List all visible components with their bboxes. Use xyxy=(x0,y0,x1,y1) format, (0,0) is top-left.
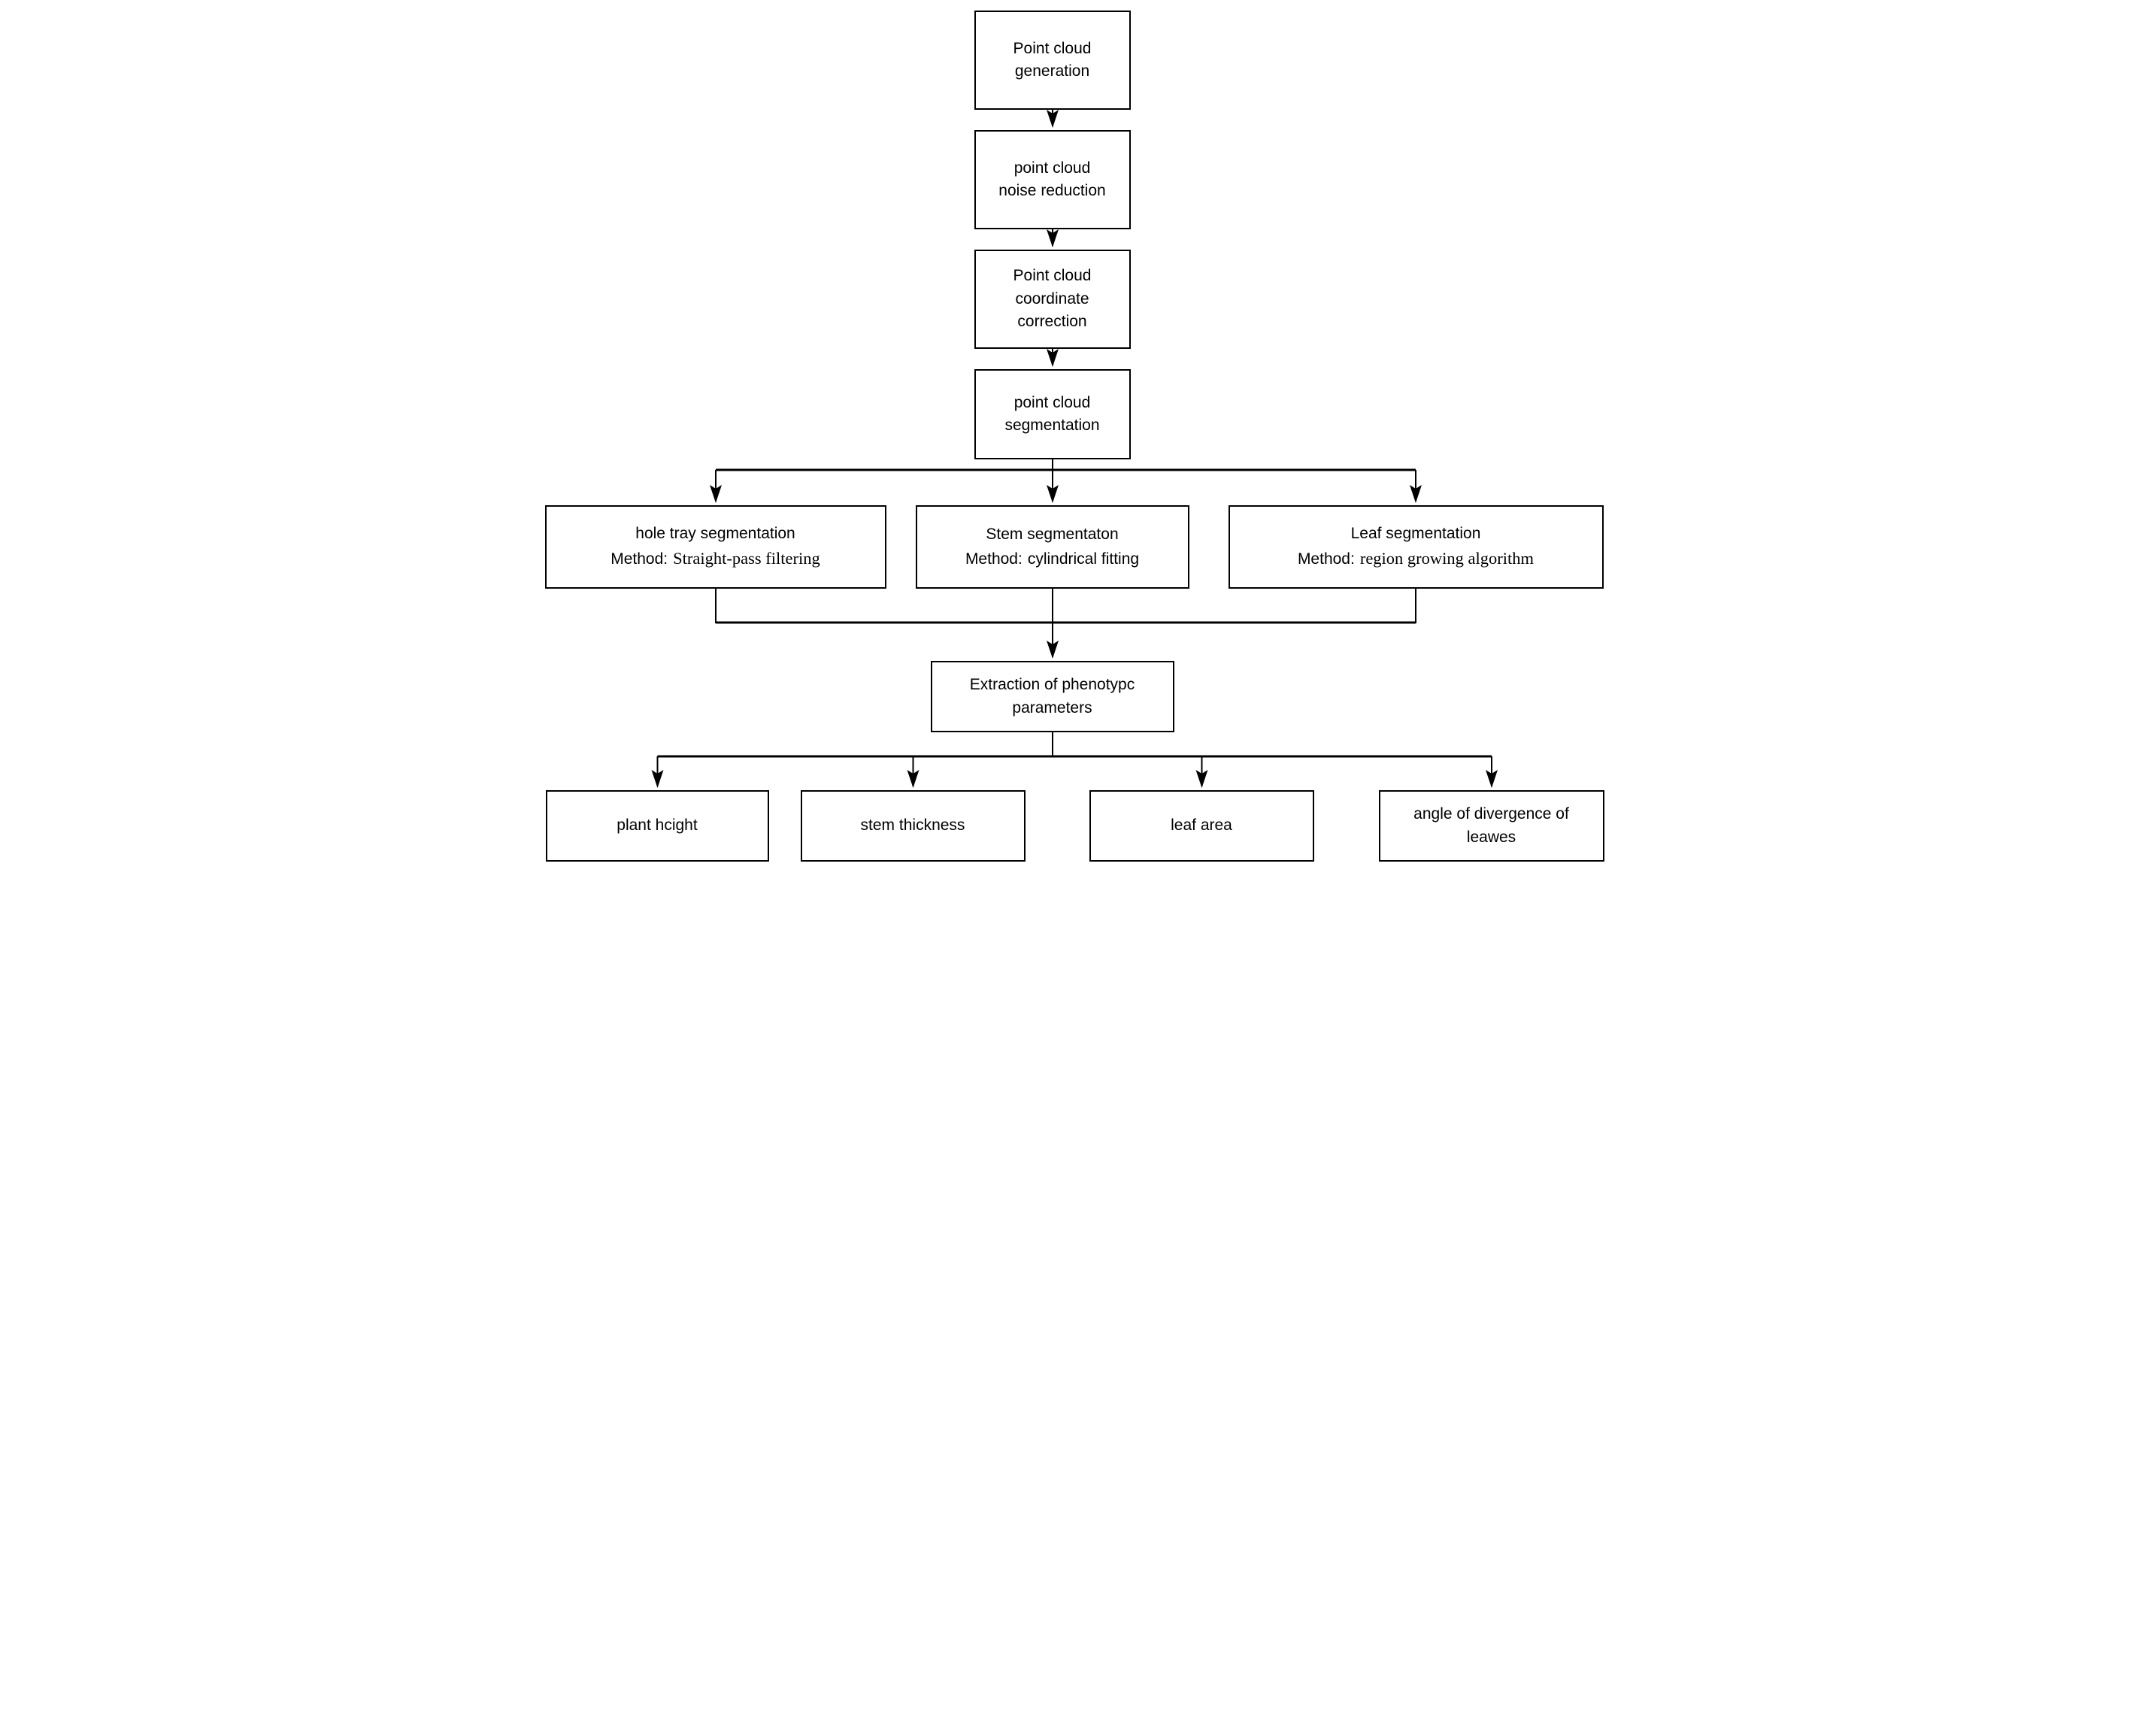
node-stem-segmentation: Stem segmentaton Method:cylindrical fitt… xyxy=(915,505,1189,589)
method-label: Method: xyxy=(965,550,1023,568)
node-hole-tray-segmentation: hole tray segmentation Method: Straight-p… xyxy=(544,505,886,589)
branch-title: Stem segmentaton xyxy=(986,525,1119,543)
node-text-line: generation xyxy=(1014,62,1090,80)
node-leaf-area: leaf area xyxy=(1089,790,1314,862)
node-text-line: Point cloud xyxy=(1013,39,1092,57)
node-text-line: correction xyxy=(1017,313,1087,331)
node-text-line: stem thickness xyxy=(860,816,965,835)
node-extraction-of-phenotype-parameters: Extraction of phenotypc parameters xyxy=(930,661,1174,732)
node-point-cloud-generation: Point cloud generation xyxy=(974,11,1131,110)
node-stem-thickness: stem thickness xyxy=(800,790,1026,862)
node-angle-of-divergence-of-leaves: angle of divergence of leawes xyxy=(1378,790,1604,862)
node-text-line: leawes xyxy=(1466,828,1516,846)
method-label: Method: xyxy=(610,550,668,568)
node-text-line: point cloud xyxy=(1013,393,1091,411)
node-point-cloud-coordinate-correction: Point cloud coordinate correction xyxy=(974,250,1131,349)
node-point-cloud-segmentation: point cloud segmentation xyxy=(974,369,1131,459)
node-text-line: coordinate xyxy=(1015,289,1089,308)
node-text-line: plant hcight xyxy=(617,816,698,835)
node-leaf-segmentation: Leaf segmentation Method:region growing … xyxy=(1228,505,1604,589)
branch-method: Method:cylindrical fitting xyxy=(965,547,1139,572)
method-label: Method: xyxy=(1297,550,1355,568)
node-text-line: leaf area xyxy=(1171,816,1232,835)
node-text-line: angle of divergence of xyxy=(1413,805,1569,823)
node-plant-height: plant hcight xyxy=(545,790,769,862)
node-text-line: Point cloud xyxy=(1013,267,1092,285)
node-text-line: point cloud xyxy=(1013,159,1091,177)
node-text-line: segmentation xyxy=(1004,417,1100,434)
node-text-line: Extraction of phenotypc xyxy=(969,676,1135,694)
node-point-cloud-noise-reduction: point cloud noise reduction xyxy=(974,130,1131,229)
node-text-line: parameters xyxy=(1012,698,1092,717)
branch-title: Leaf segmentation xyxy=(1350,524,1481,542)
branch-title: hole tray segmentation xyxy=(635,524,795,542)
method-value: cylindrical fitting xyxy=(1027,550,1140,568)
node-text-line: noise reduction xyxy=(998,182,1106,199)
flowchart-canvas: Point cloud generation point cloud noise… xyxy=(535,0,1607,868)
method-value: Straight-pass filtering xyxy=(673,549,820,568)
method-value: region growing algorithm xyxy=(1359,549,1535,568)
branch-method: Method: Straight-pass filtering xyxy=(610,546,820,572)
branch-method: Method:region growing algorithm xyxy=(1298,546,1534,572)
